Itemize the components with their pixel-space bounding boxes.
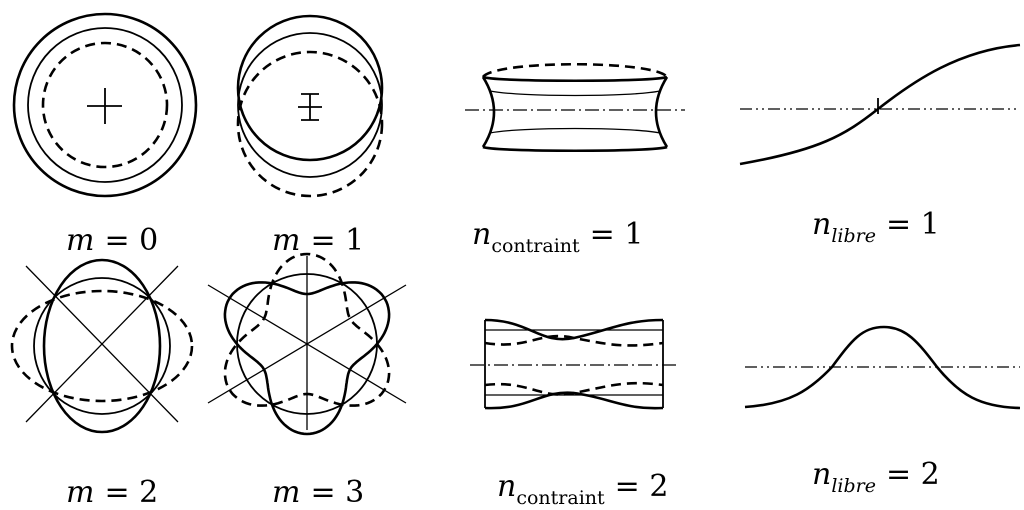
mode-nl1-diagram [739,43,1021,166]
mode-m3-diagram [207,252,407,436]
deformed-shape-horizontal [10,289,194,403]
label-m1: m= 1 [272,223,364,258]
nodal-lines [25,265,179,423]
top-rim-front [482,75,668,83]
bottom-rim [482,145,668,153]
bottom-wave-solid [484,391,664,410]
center-cross [87,88,122,124]
mode-m2-diagram [10,258,194,434]
shifted-ring-down [236,50,384,198]
top-wave-dashed [484,334,664,347]
deformed-shape-vertical [42,258,162,434]
right-wall [654,76,669,148]
reference-ring [237,32,383,178]
bottom-reference-line [489,127,661,134]
shifted-ring-up [236,14,384,162]
outer-ring [12,12,198,198]
bottom-wave-dashed [484,381,664,396]
center-mark [298,93,322,121]
reference-ring [33,277,171,415]
top-rim-back [481,63,669,78]
mode-m1-diagram [236,14,384,198]
reference-ring [27,27,183,183]
mode-shape-curve [744,325,1021,410]
label-m0: m= 0 [66,223,158,258]
mode-nc2-diagram [470,318,680,410]
mode-nl2-diagram [744,325,1021,410]
label-nc2: ncontraint= 2 [497,469,668,509]
mode-m0-diagram [12,12,198,198]
reference-lines [485,329,663,396]
mode-nc1-diagram [465,63,685,153]
label-m3: m= 3 [272,475,364,510]
label-nl1: nlibre= 1 [812,207,940,247]
left-wall [481,76,496,148]
label-m2: m= 2 [66,475,158,510]
top-reference-line [489,90,661,97]
label-nc1: ncontraint= 1 [472,217,643,257]
deformed-ring [41,41,169,169]
mode-shape-curve [739,43,1021,166]
label-nl2: nlibre= 2 [812,457,940,497]
end-walls [484,320,664,408]
nodal-lines [207,256,407,430]
deformed-shape-dashed [223,252,391,407]
